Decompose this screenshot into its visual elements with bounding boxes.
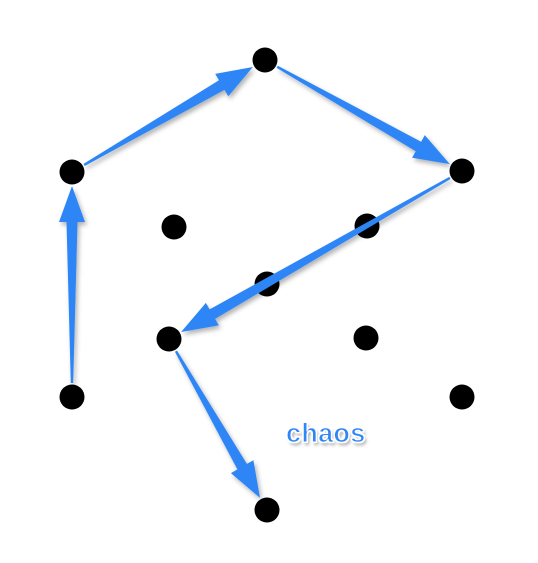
- dots-layer: [59, 47, 475, 523]
- dot-upper-left: [59, 159, 85, 185]
- dot-lower-left: [59, 384, 85, 410]
- dot-lower-right: [449, 384, 475, 410]
- arrows-layer: [59, 65, 451, 498]
- arrow-upper-left-to-top-center: [83, 67, 253, 166]
- arrow-lower-left-inner-to-bottom-center: [174, 350, 260, 498]
- dot-top-center: [252, 47, 278, 73]
- caption-label: chaos: [286, 418, 366, 449]
- dot-lower-left-inner: [156, 326, 182, 352]
- arrow-upper-right-to-lower-left-inner: [181, 176, 451, 332]
- dot-lower-right-inner: [353, 325, 379, 351]
- arrow-top-center-to-upper-right: [276, 65, 450, 165]
- arrow-lower-left-to-upper-left: [59, 186, 85, 383]
- dot-bottom-center: [254, 497, 280, 523]
- dot-upper-right: [449, 158, 475, 184]
- dot-middle-left: [161, 214, 187, 240]
